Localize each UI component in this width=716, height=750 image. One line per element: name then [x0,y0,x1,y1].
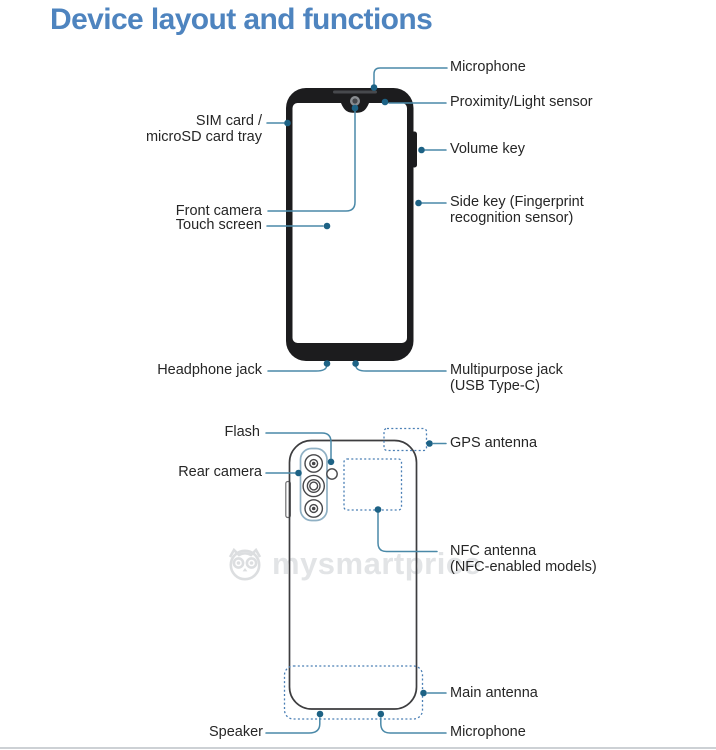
leader-dots [284,84,433,718]
label-front-camera: Front camera [175,203,262,219]
label-flash: Flash [224,424,260,440]
label-microphone-back: Microphone [450,724,526,740]
label-headphone-jack: Headphone jack [157,362,262,378]
leader-lines [265,67,448,734]
label-side-key: Side key (Fingerprint recognition sensor… [450,194,584,226]
label-touch-screen: Touch screen [175,217,262,233]
leader-speaker [265,717,321,734]
rear-camera-lenses [302,454,326,518]
watermark: mysmartprice [226,545,481,583]
volume-key-shape [411,131,417,168]
page-title: Device layout and functions [50,3,433,36]
receiver-slot [333,90,377,94]
label-multipurpose-jack: Multipurpose jack (USB Type-C) [450,362,563,394]
label-nfc-antenna: NFC antenna (NFC-enabled models) [450,543,597,575]
label-main-antenna: Main antenna [450,685,538,701]
nfc-antenna-zone [343,458,403,511]
label-sim-card-tray: SIM card / microSD card tray [145,113,262,145]
gps-antenna-zone [383,427,428,452]
label-gps-antenna: GPS antenna [450,435,538,451]
label-speaker: Speaker [208,724,263,740]
leader-microphone-front [373,67,448,85]
label-rear-camera: Rear camera [178,464,262,480]
label-microphone-front: Microphone [450,59,526,75]
leader-microphone-back [380,717,447,734]
owl-logo-icon [228,547,262,581]
front-phone-illustration [286,88,417,361]
leader-nfc-antenna [377,511,438,553]
page-bottom-rule [0,747,716,749]
flash-shape [326,468,338,480]
watermark-text: mysmartprice [272,546,482,581]
leader-front-camera [267,110,356,212]
label-proximity-light-sensor: Proximity/Light sensor [450,94,593,110]
label-volume-key: Volume key [450,141,525,157]
leader-flash [265,432,332,459]
back-body-outline [288,439,418,710]
